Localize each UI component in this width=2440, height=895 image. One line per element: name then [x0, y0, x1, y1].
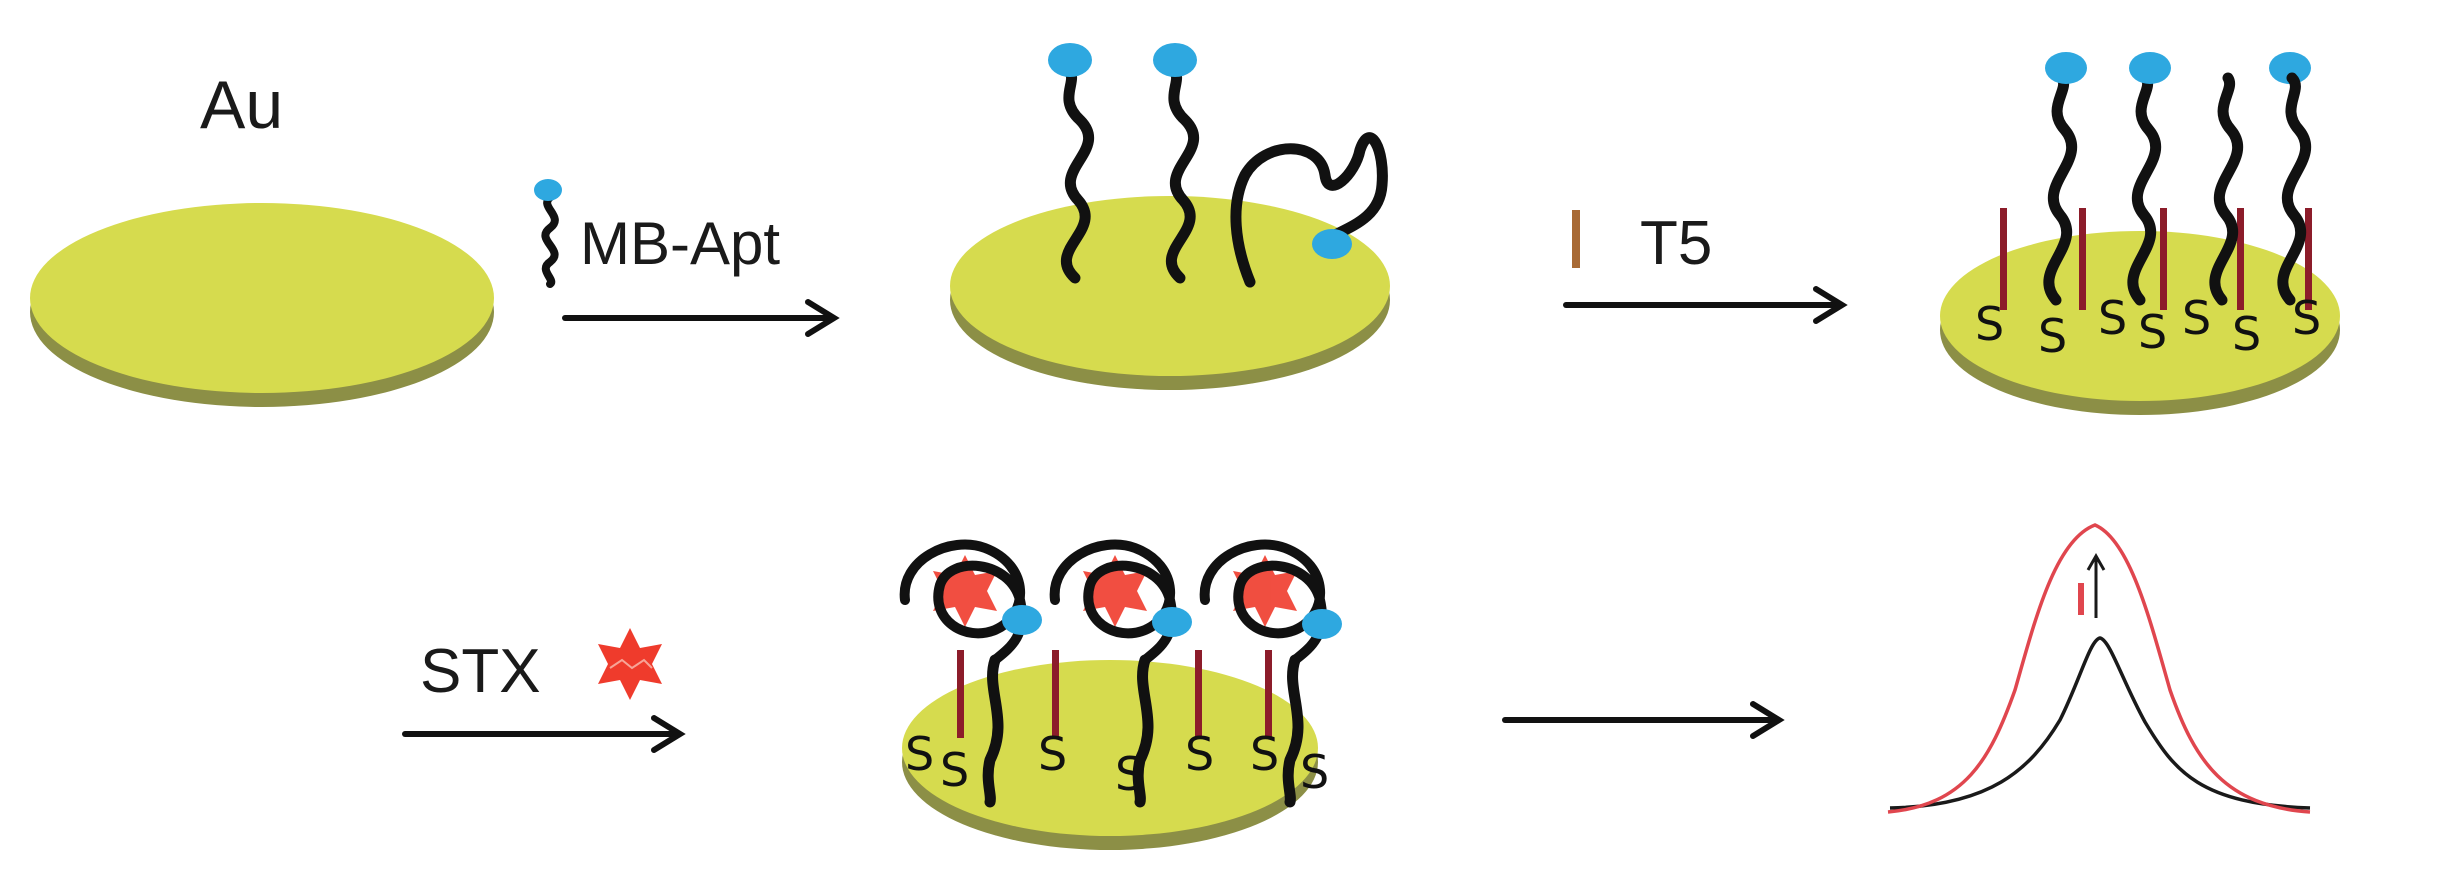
thiol-labels: S S S S S S S — [1975, 291, 2321, 363]
mb-aptamer-strands — [1048, 43, 1388, 288]
current-increase-bar — [2078, 583, 2084, 615]
stx-molecules — [933, 555, 1297, 627]
mb-apt-label: MB-Apt — [580, 210, 780, 277]
svg-text:S: S — [2038, 309, 2067, 363]
methylene-blue-labels — [1002, 605, 1342, 639]
mb-aptamer-strands — [2043, 52, 2312, 306]
svg-text:S: S — [2098, 291, 2127, 345]
svg-text:S: S — [1300, 745, 1329, 799]
svg-text:S: S — [2182, 291, 2211, 345]
reaction-arrow-1 — [562, 299, 840, 337]
stx-label: STX — [420, 637, 541, 706]
folded-aptamers — [899, 539, 1327, 808]
svg-text:S: S — [2138, 305, 2167, 359]
gold-electrode-icon — [30, 203, 494, 393]
svg-text:S: S — [1975, 297, 2004, 351]
bare-gold-electrode: Au — [30, 67, 494, 407]
aptamer-modified-electrode — [950, 43, 1390, 390]
step-mb-apt: MB-Apt — [534, 179, 840, 337]
voltammetry-curve-icon — [1887, 523, 2311, 814]
mb-aptamer-icon — [534, 179, 562, 288]
svg-text:S: S — [905, 727, 934, 781]
curve-before — [1889, 636, 2311, 810]
step-t5: T5 — [1563, 209, 1848, 324]
curve-after — [1887, 523, 2311, 814]
t5-spacers — [957, 650, 1272, 738]
t5-label: T5 — [1640, 209, 1712, 278]
au-label: Au — [200, 67, 283, 143]
svg-text:S: S — [1038, 727, 1067, 781]
svg-text:S: S — [1115, 747, 1144, 801]
thiol-labels: S S S S S S S — [905, 727, 1329, 801]
t5-backfilled-electrode: S S S S S S S — [1940, 52, 2340, 415]
reaction-arrow-4 — [1502, 701, 1785, 739]
svg-text:S: S — [1250, 727, 1279, 781]
reaction-arrow-2 — [1563, 286, 1848, 324]
step-stx: STX — [402, 628, 686, 753]
gold-electrode-icon — [950, 196, 1390, 376]
stx-bound-electrode: S S S S S S S — [899, 539, 1342, 850]
t5-spacers — [2000, 208, 2312, 310]
svg-text:S: S — [940, 743, 969, 797]
t5-spacer-icon — [1572, 210, 1580, 268]
svg-text:S: S — [1185, 727, 1214, 781]
gold-electrode-icon — [902, 660, 1318, 836]
stx-molecule-icon — [598, 628, 662, 700]
svg-text:S: S — [2292, 291, 2321, 345]
svg-text:S: S — [2232, 307, 2261, 361]
reaction-arrow-3 — [402, 715, 686, 753]
